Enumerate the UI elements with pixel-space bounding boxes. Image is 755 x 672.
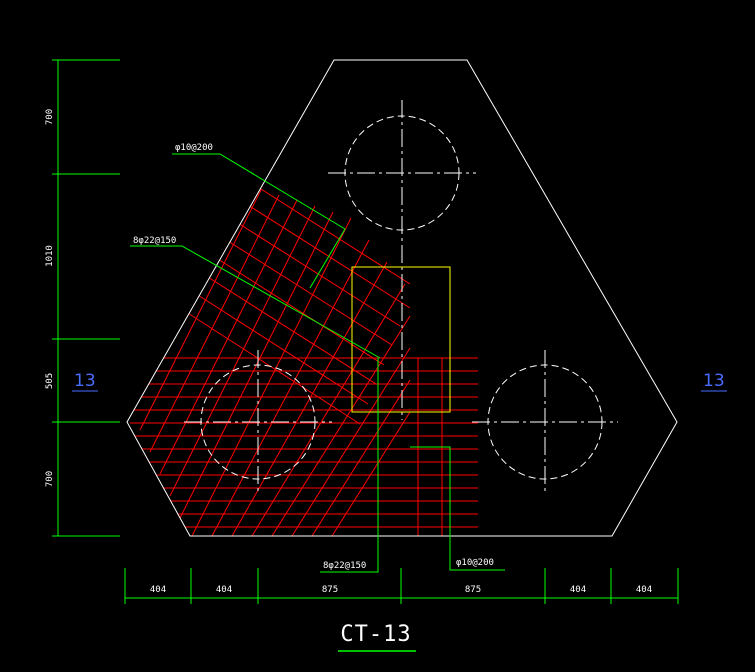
dim-vertical-1: 700	[45, 109, 55, 125]
dim-horizontal-1: 404	[150, 585, 166, 595]
rebar-mesh	[130, 181, 478, 536]
dim-horizontal-6: 404	[636, 585, 652, 595]
pile-top	[328, 100, 476, 420]
section-mark-right: 13	[703, 371, 725, 391]
dim-horizontal-5: 404	[570, 585, 586, 595]
callout-main-bar-bottom: 8φ22@150	[323, 561, 366, 571]
dim-horizontal-2: 404	[216, 585, 232, 595]
pile-bottom-left	[184, 350, 332, 494]
dim-vertical-3: 505	[45, 373, 55, 389]
section-mark-left: 13	[74, 371, 96, 391]
dim-vertical-4: 700	[45, 471, 55, 487]
callout-leaders	[130, 153, 505, 573]
pile-bottom-right	[472, 350, 618, 494]
callout-stirrup-top: φ10@200	[175, 143, 213, 153]
pile-cap-outline	[126, 59, 678, 537]
drawing-title: CT-13	[340, 622, 411, 647]
rebar-diagonal-bars-b	[179, 181, 411, 425]
rebar-diagonal-bars-a	[139, 189, 411, 536]
dim-horizontal-4: 875	[465, 585, 481, 595]
column-outline	[351, 266, 451, 413]
callout-stirrup-bottom: φ10@200	[456, 558, 494, 568]
rebar-horizontal-bars	[130, 357, 478, 528]
dim-horizontal-3: 875	[322, 585, 338, 595]
dimension-vertical	[52, 59, 120, 537]
dimension-horizontal	[124, 568, 679, 604]
callout-main-bar-left: 8φ22@150	[133, 236, 176, 246]
dim-vertical-2: 1010	[45, 245, 55, 267]
